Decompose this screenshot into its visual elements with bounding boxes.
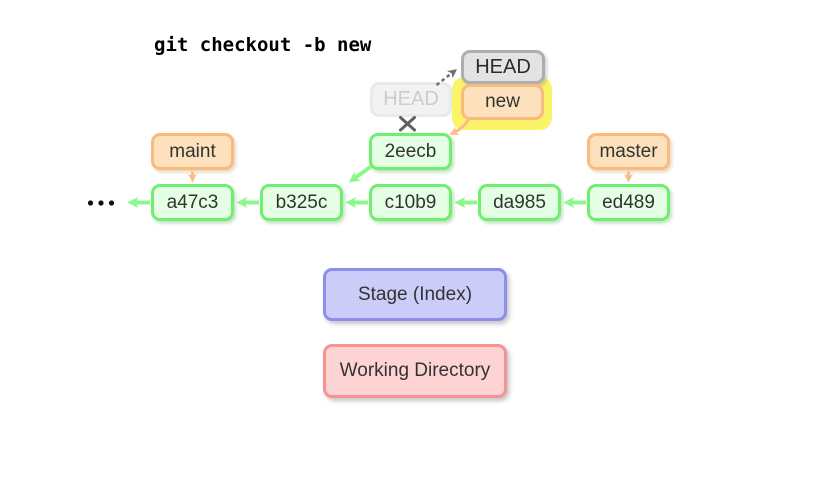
previous-head-box: HEAD xyxy=(370,82,452,117)
head-box: HEAD xyxy=(461,50,545,84)
commit-node: da985 xyxy=(478,184,561,221)
branch-label-maint: maint xyxy=(151,133,234,170)
commit-hash: c10b9 xyxy=(384,191,437,213)
stage-index-box: Stage (Index) xyxy=(323,268,507,321)
commit-hash: a47c3 xyxy=(166,191,219,213)
commit-node: b325c xyxy=(260,184,343,221)
branch-label-master: master xyxy=(587,133,670,170)
commit-node: ed489 xyxy=(587,184,670,221)
commit-hash: ed489 xyxy=(602,191,655,213)
stage-index-label: Stage (Index) xyxy=(357,283,473,305)
commit-node: c10b9 xyxy=(369,184,452,221)
commit-hash: 2eecb xyxy=(384,140,437,162)
command-title: git checkout -b new xyxy=(154,34,372,56)
commit-node: a47c3 xyxy=(151,184,234,221)
new-branch-box: new xyxy=(461,84,544,120)
previous-head-label: HEAD xyxy=(383,88,439,110)
commit-hash: da985 xyxy=(493,191,546,213)
working-directory-box: Working Directory xyxy=(323,344,507,398)
branch-parent-arrow xyxy=(348,164,373,183)
detach-x-icon xyxy=(399,116,416,132)
new-branch-label: new xyxy=(485,91,520,112)
head-label: HEAD xyxy=(475,55,531,78)
working-directory-label: Working Directory xyxy=(339,360,491,381)
commit-node-branch-tip: 2eecb xyxy=(369,133,452,170)
history-ellipsis-dots xyxy=(87,200,115,206)
maint-label: maint xyxy=(169,140,216,162)
commit-hash: b325c xyxy=(275,191,328,213)
master-label: master xyxy=(599,140,658,162)
